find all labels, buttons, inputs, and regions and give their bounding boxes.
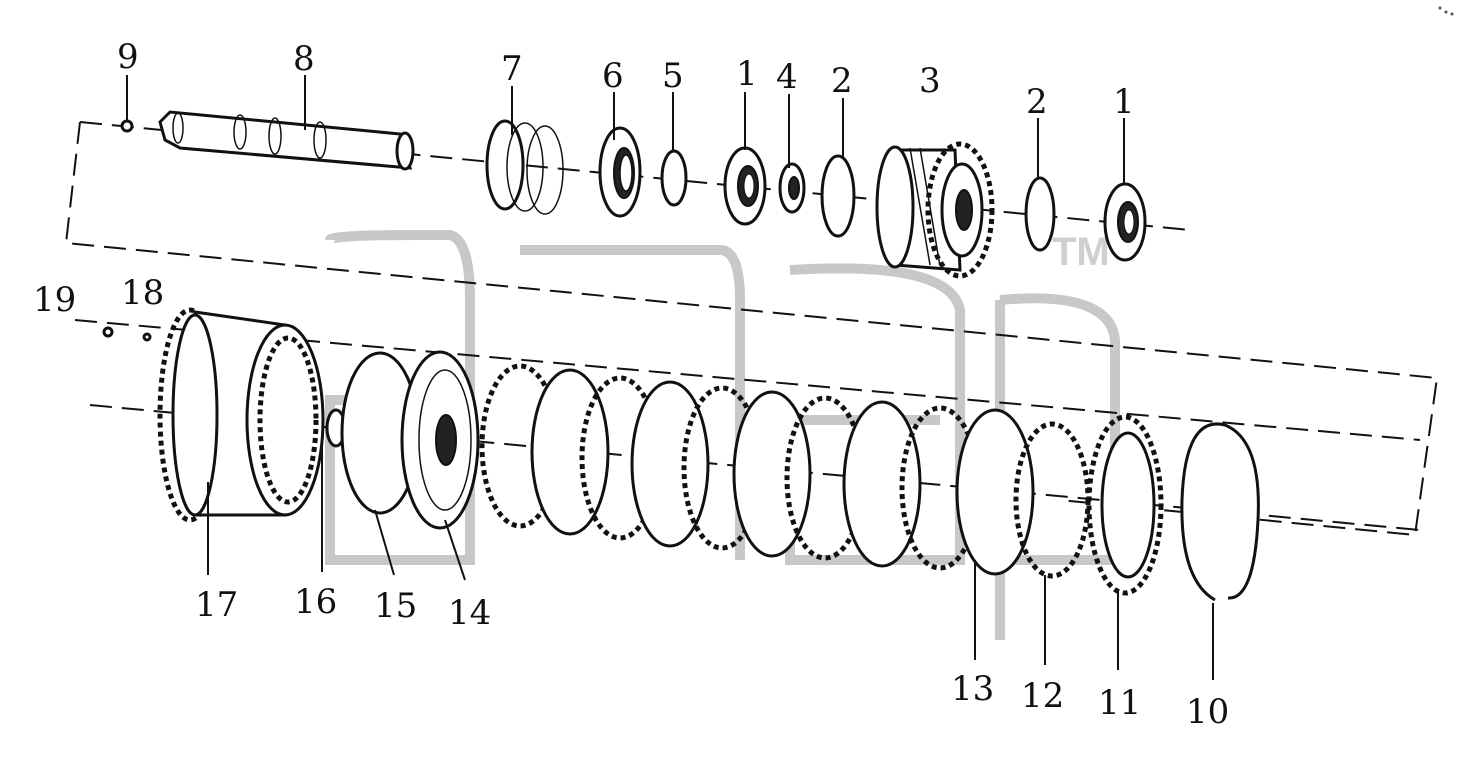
part-14-piston	[400, 350, 480, 530]
callout-6: 6	[602, 56, 624, 96]
upper-assembly	[120, 110, 1147, 279]
part-2-ring-right	[1024, 176, 1056, 252]
watermark-logo: TM	[325, 230, 1120, 640]
part-10-snap-ring	[1180, 422, 1260, 602]
part-19-pin	[102, 326, 114, 338]
watermark-tm: TM	[1052, 230, 1110, 274]
callout-7: 7	[501, 49, 523, 89]
callout-16: 16	[294, 582, 337, 622]
callout-8: 8	[293, 39, 315, 79]
callout-15: 15	[374, 586, 417, 626]
part-1-bearing-right	[1103, 182, 1147, 262]
part-3-gear	[875, 141, 995, 279]
part-9-ball	[120, 119, 134, 133]
callout-2-left: 2	[831, 61, 853, 101]
part-17-clutch-drum	[157, 307, 325, 523]
corner-mark	[1438, 6, 1454, 16]
leader-lines	[126, 75, 1214, 680]
callout-17: 17	[195, 585, 238, 625]
part-6-bearing	[598, 126, 642, 218]
part-5-snap-ring	[660, 149, 688, 207]
callout-14: 14	[448, 593, 491, 633]
callout-13: 13	[951, 669, 994, 709]
part-13-steel-plate	[955, 408, 1035, 576]
callout-19: 19	[33, 280, 76, 320]
callout-12: 12	[1021, 676, 1064, 716]
part-2-ring-left	[820, 154, 856, 238]
callout-2-right: 2	[1026, 82, 1048, 122]
part-18-pin	[142, 332, 152, 342]
callout-1-left: 1	[736, 54, 758, 94]
part-7-spring	[485, 119, 564, 215]
callout-4: 4	[776, 57, 798, 97]
part-11-pressure-plate	[1086, 414, 1164, 596]
callout-labels: 9 8 7 6 5 1 4 2 3 2 1 19 18 17 16 15 14 …	[33, 37, 1229, 732]
part-8-shaft	[158, 110, 415, 171]
callout-3: 3	[919, 61, 941, 101]
callout-1-right: 1	[1113, 82, 1135, 122]
clutch-plate-pack	[479, 363, 1091, 579]
callout-9: 9	[117, 37, 139, 77]
lower-assembly	[102, 307, 1260, 602]
part-4-bearing	[778, 162, 806, 214]
part-1-bearing-left	[723, 146, 767, 226]
callout-18: 18	[121, 273, 164, 313]
callout-11: 11	[1098, 683, 1141, 723]
callout-10: 10	[1186, 692, 1229, 732]
callout-5: 5	[662, 56, 684, 96]
